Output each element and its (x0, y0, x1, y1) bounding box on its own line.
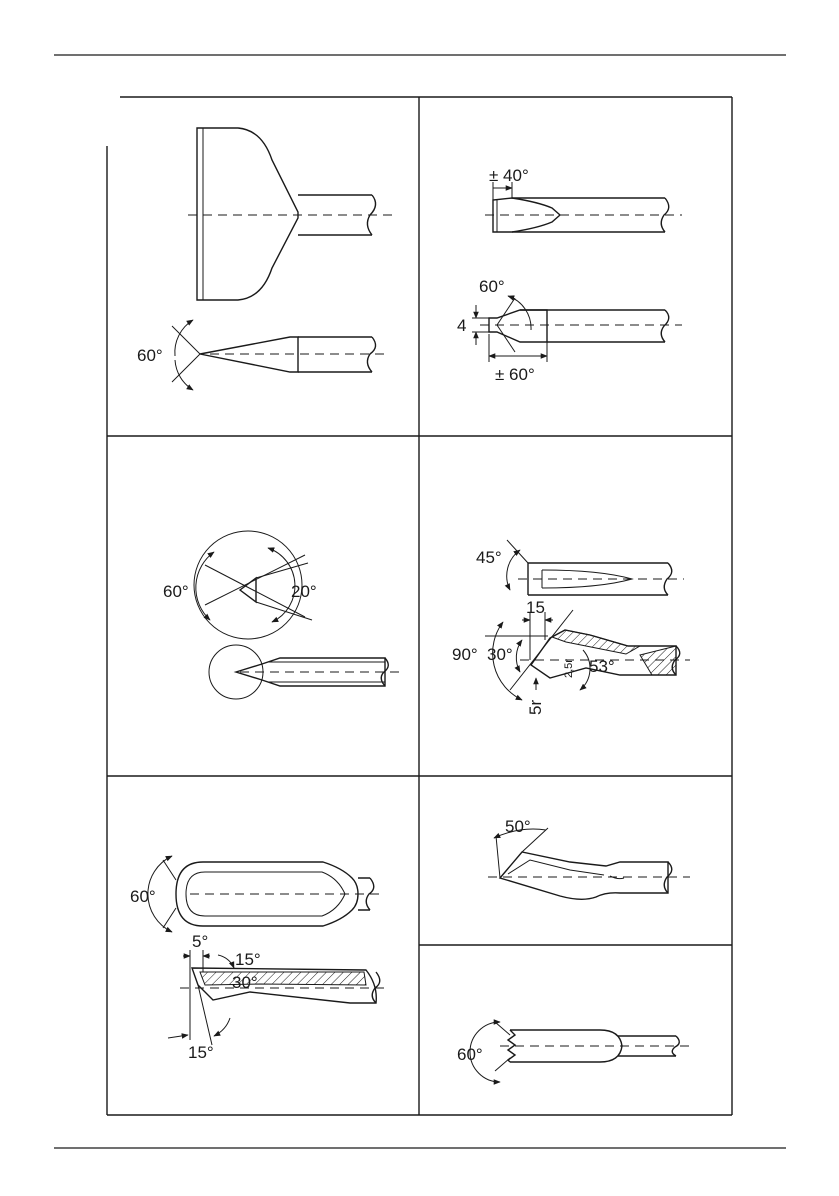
c2-angle-top-label: ± 40° (489, 166, 529, 185)
c5-angle-60-label: 60° (130, 887, 156, 906)
c3-angle-right-label: 20° (291, 582, 317, 601)
c2-dim-label: 4 (457, 316, 466, 335)
c7-angle-label: 60° (457, 1045, 483, 1064)
c3-angle-left-label: 60° (163, 582, 189, 601)
wide-blade-outline (197, 128, 298, 300)
c6-angle-label: 50° (505, 817, 531, 836)
cell-flat-chisel: ± 40° 60° 4 ± 60° (457, 166, 682, 384)
cell-channel-chisel: 60° 5° 15° 30° 15° (130, 856, 388, 1062)
cell-wide-chisel: 60° (137, 128, 392, 390)
c1-angle-label: 60° (137, 346, 163, 365)
c4-radius-5r-label: 5r (526, 700, 545, 715)
c2-angle-mid-label: 60° (479, 277, 505, 296)
cell-tooth-chisel: 60° (457, 1022, 692, 1082)
c4-angle-top-label: 45° (476, 548, 502, 567)
c5-angle-15-bottom-label: 15° (188, 1043, 214, 1062)
c4-angle-30-label: 30° (487, 645, 513, 664)
c5-angle-15-top-label: 15° (235, 950, 261, 969)
table-grid (107, 97, 732, 1115)
c5-angle-30-label: 30° (232, 973, 258, 992)
cell-pointed-chisel: 60° 20° (163, 531, 405, 699)
c4-radius-small-label: 2,5r (563, 659, 575, 678)
cell-bent-chisel: 45° 15 90° 30° 2,5r 53° 5r (452, 540, 690, 715)
c4-angle-53-label: 53° (589, 657, 615, 676)
cell-offset-chisel: 50° (488, 817, 690, 899)
c2-angle-bottom-label: ± 60° (495, 365, 535, 384)
c4-dim-15-label: 15 (526, 598, 545, 617)
c4-angle-90-label: 90° (452, 645, 478, 664)
c5-angle-5-label: 5° (192, 932, 208, 951)
